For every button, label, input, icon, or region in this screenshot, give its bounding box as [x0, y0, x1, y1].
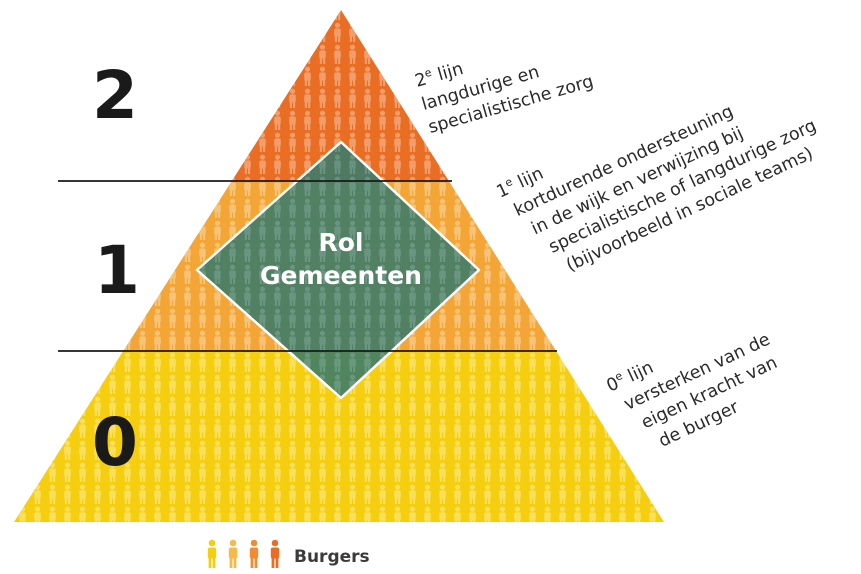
level-number-0: 0	[92, 404, 138, 481]
legend: Burgers	[207, 539, 370, 568]
diamond-title-line-1: Rol	[319, 228, 364, 257]
line-0-description: 0e lijn versterken van de eigen kracht v…	[603, 330, 781, 452]
person-icon-orange	[249, 539, 259, 568]
person-icon-yellow	[207, 539, 217, 568]
level-number-1: 1	[94, 232, 140, 309]
diamond-outline	[195, 140, 481, 400]
line-0-heading: 0e lijn	[603, 356, 657, 397]
line-2-description: 2e lijn langdurige en specialistische zo…	[413, 59, 596, 138]
person-icon-dark-orange	[270, 539, 280, 568]
diamond-title-line-2: Gemeenten	[260, 261, 422, 290]
level-number-2: 2	[92, 57, 138, 134]
legend-label: Burgers	[294, 547, 370, 567]
person-icon-light-orange	[228, 539, 238, 568]
